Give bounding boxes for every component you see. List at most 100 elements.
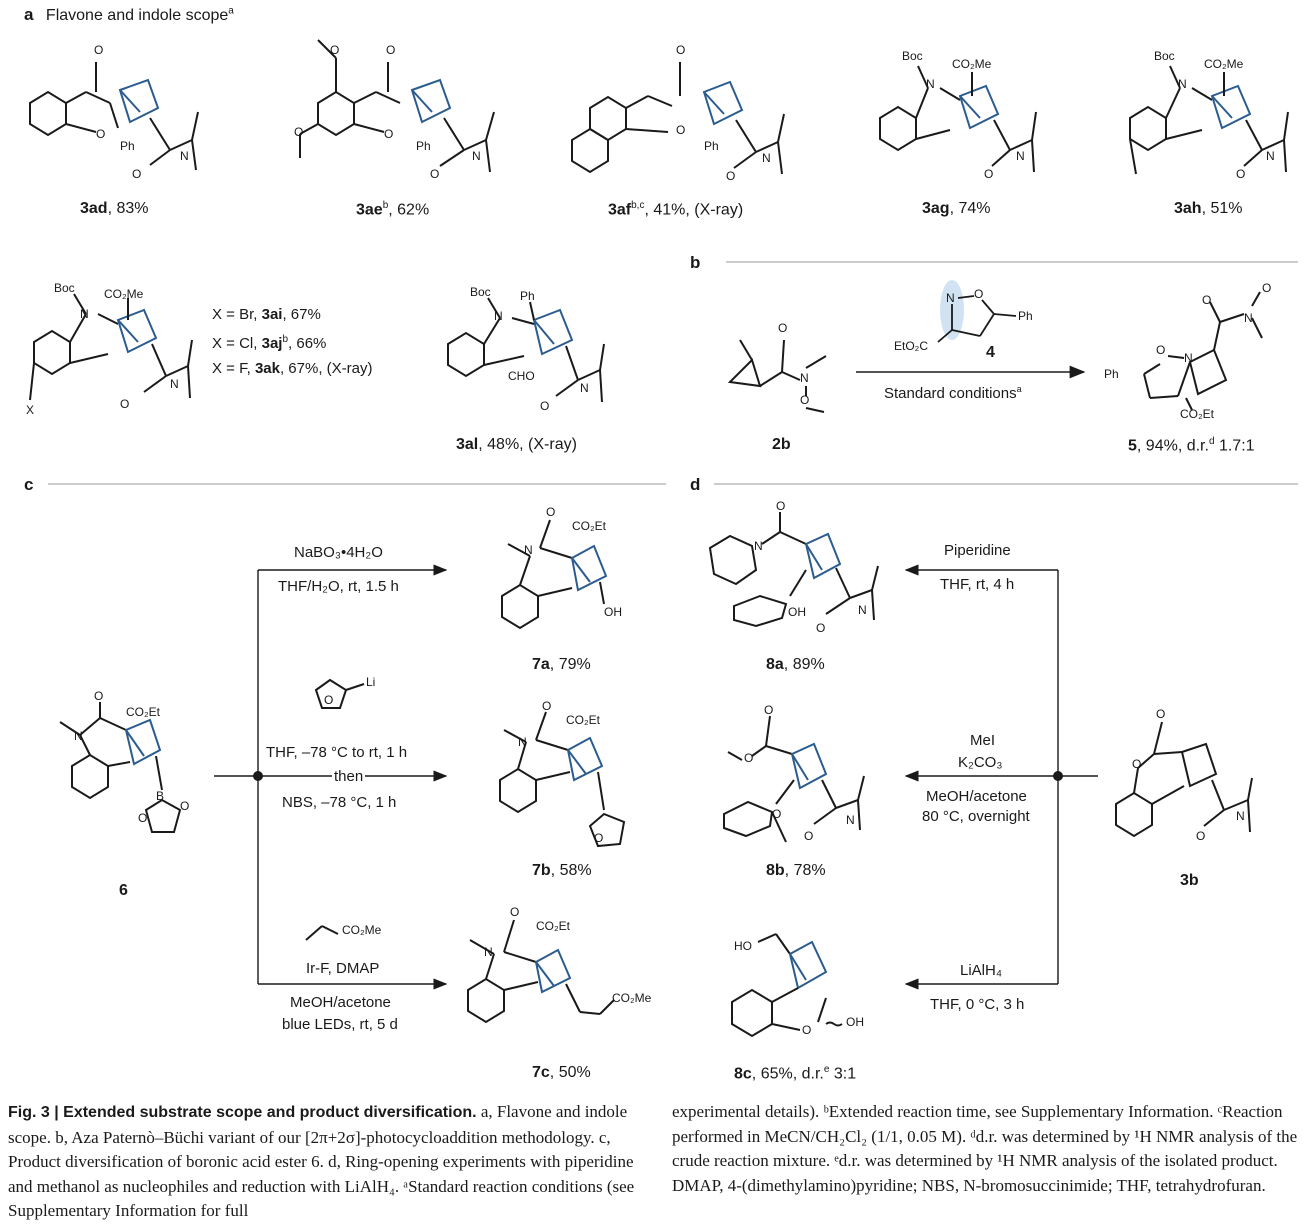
structure-3ae [299,39,495,173]
structure-3ah [1129,65,1289,175]
arrow-c1-top: NaBO₃•4H₂O [294,544,383,561]
arrow-c2-line3: NBS, –78 °C, 1 h [282,794,397,811]
svg-text:X: X [26,403,34,417]
svg-text:N: N [762,151,771,165]
structure-2b [727,339,827,413]
panel-a-title: Flavone and indole scope [45,7,229,24]
svg-text:N: N [846,813,855,827]
x-variant-cl: X = Cl, 3ajb, 66% [212,334,327,352]
svg-text:CO₂Et: CO₂Et [536,919,571,933]
svg-text:N: N [494,309,503,323]
svg-text:O: O [802,1023,811,1037]
compound-label-7b: 7b, 58% [532,862,592,879]
structure-methyl-acrylate [305,925,339,941]
compound-label-4: 4 [986,344,995,361]
figure-caption-title: Fig. 3 | Extended substrate scope and pr… [8,1104,477,1121]
svg-text:CO₂Me: CO₂Me [342,923,382,937]
svg-text:O: O [676,123,685,137]
svg-text:O: O [776,499,785,513]
svg-text:Li: Li [366,675,375,689]
panel-d-letter: d [690,475,701,494]
x-variant-br: X = Br, 3ai, 67% [212,306,321,323]
x-variant-f: X = F, 3ak, 67%, (X-ray) [212,360,373,377]
svg-text:O: O [384,127,393,141]
svg-text:N: N [484,945,493,959]
arrow-d1-bottom: THF, rt, 4 h [940,576,1015,593]
svg-text:O: O [324,693,333,707]
svg-text:O: O [386,43,395,57]
branch-c [214,564,448,990]
svg-text:O: O [330,43,339,57]
structure-8b [723,715,865,843]
compound-label-7c: 7c, 50% [532,1064,591,1081]
svg-text:O: O [542,699,551,713]
structure-7c [467,919,615,1024]
arrow-d2-line2: K₂CO₃ [958,754,1003,771]
svg-text:O: O [974,287,983,301]
structure-8c [731,933,843,1038]
compound-label-3al: 3al, 48%, (X-ray) [456,436,577,453]
compound-label-3ag: 3ag, 74% [922,200,991,217]
svg-text:CO₂Et: CO₂Et [1180,407,1215,421]
svg-text:N: N [180,149,189,163]
x-variant-list: X = Br, 3ai, 67% X = Cl, 3ajb, 66% X = F… [212,302,373,381]
svg-text:O: O [510,905,519,919]
compound-label-8a: 8a, 89% [766,656,825,673]
svg-text:N: N [1178,77,1187,91]
svg-text:CO₂Me: CO₂Me [612,991,652,1005]
svg-text:Ph: Ph [520,289,535,303]
arrow-d3-top: LiAlH₄ [960,962,1002,979]
compound-label-3b: 3b [1180,872,1199,889]
svg-text:O: O [1262,281,1271,295]
svg-text:N: N [80,307,89,321]
svg-text:N: N [1236,809,1245,823]
svg-text:O: O [676,43,685,57]
structure-3ag [879,65,1037,173]
compound-label-7a: 7a, 79% [532,656,591,673]
arrow-c3-line3: blue LEDs, rt, 5 d [282,1016,398,1033]
compound-label-3ah: 3ah, 51% [1174,200,1243,217]
arrow-d2-line1: MeI [970,732,996,749]
svg-text:N: N [1244,311,1253,325]
panel-a-letter: a [24,5,34,24]
svg-text:Boc: Boc [470,285,491,299]
svg-text:CO₂Et: CO₂Et [126,705,161,719]
svg-text:O: O [430,167,439,181]
svg-text:O: O [1132,757,1141,771]
compound-label-2b: 2b [772,436,791,453]
compound-label-8c: 8c, 65%, d.r.e 3:1 [734,1064,857,1083]
svg-text:O: O [120,397,129,411]
svg-text:Boc: Boc [902,49,923,63]
arrow-c3-top: Ir-F, DMAP [306,960,380,977]
branch-d [904,564,1098,990]
svg-text:O: O [1202,293,1211,307]
svg-text:Ph: Ph [1104,367,1119,381]
svg-text:OH: OH [788,605,806,619]
svg-text:O: O [1236,167,1245,181]
arrow-d2-line4: 80 °C, overnight [922,808,1030,825]
compound-label-3ae: 3aeb, 62% [356,200,430,219]
svg-text:Boc: Boc [1154,49,1175,63]
svg-text:O: O [594,831,603,845]
svg-text:N: N [74,729,83,743]
svg-text:OH: OH [604,605,622,619]
svg-text:N: N [800,371,809,385]
svg-text:EtO₂C: EtO₂C [894,339,928,353]
compound-label-8b: 8b, 78% [766,862,826,879]
arrow-c2-line1: THF, –78 °C to rt, 1 h [266,744,408,761]
svg-text:O: O [726,169,735,183]
svg-text:O: O [132,167,141,181]
structure-8a [708,512,879,628]
svg-text:O: O [816,621,825,635]
compound-label-3ad: 3ad, 83% [80,200,149,217]
svg-text:N: N [858,603,867,617]
svg-text:N: N [472,149,481,163]
figure-caption-right: experimental details). ᵇExtended reactio… [672,1102,1298,1195]
svg-text:N: N [1266,149,1275,163]
svg-text:O: O [764,703,773,717]
structure-5 [1143,291,1263,411]
svg-text:OH: OH [846,1015,864,1029]
svg-text:O: O [744,751,753,765]
panel-c-letter: c [24,475,34,494]
